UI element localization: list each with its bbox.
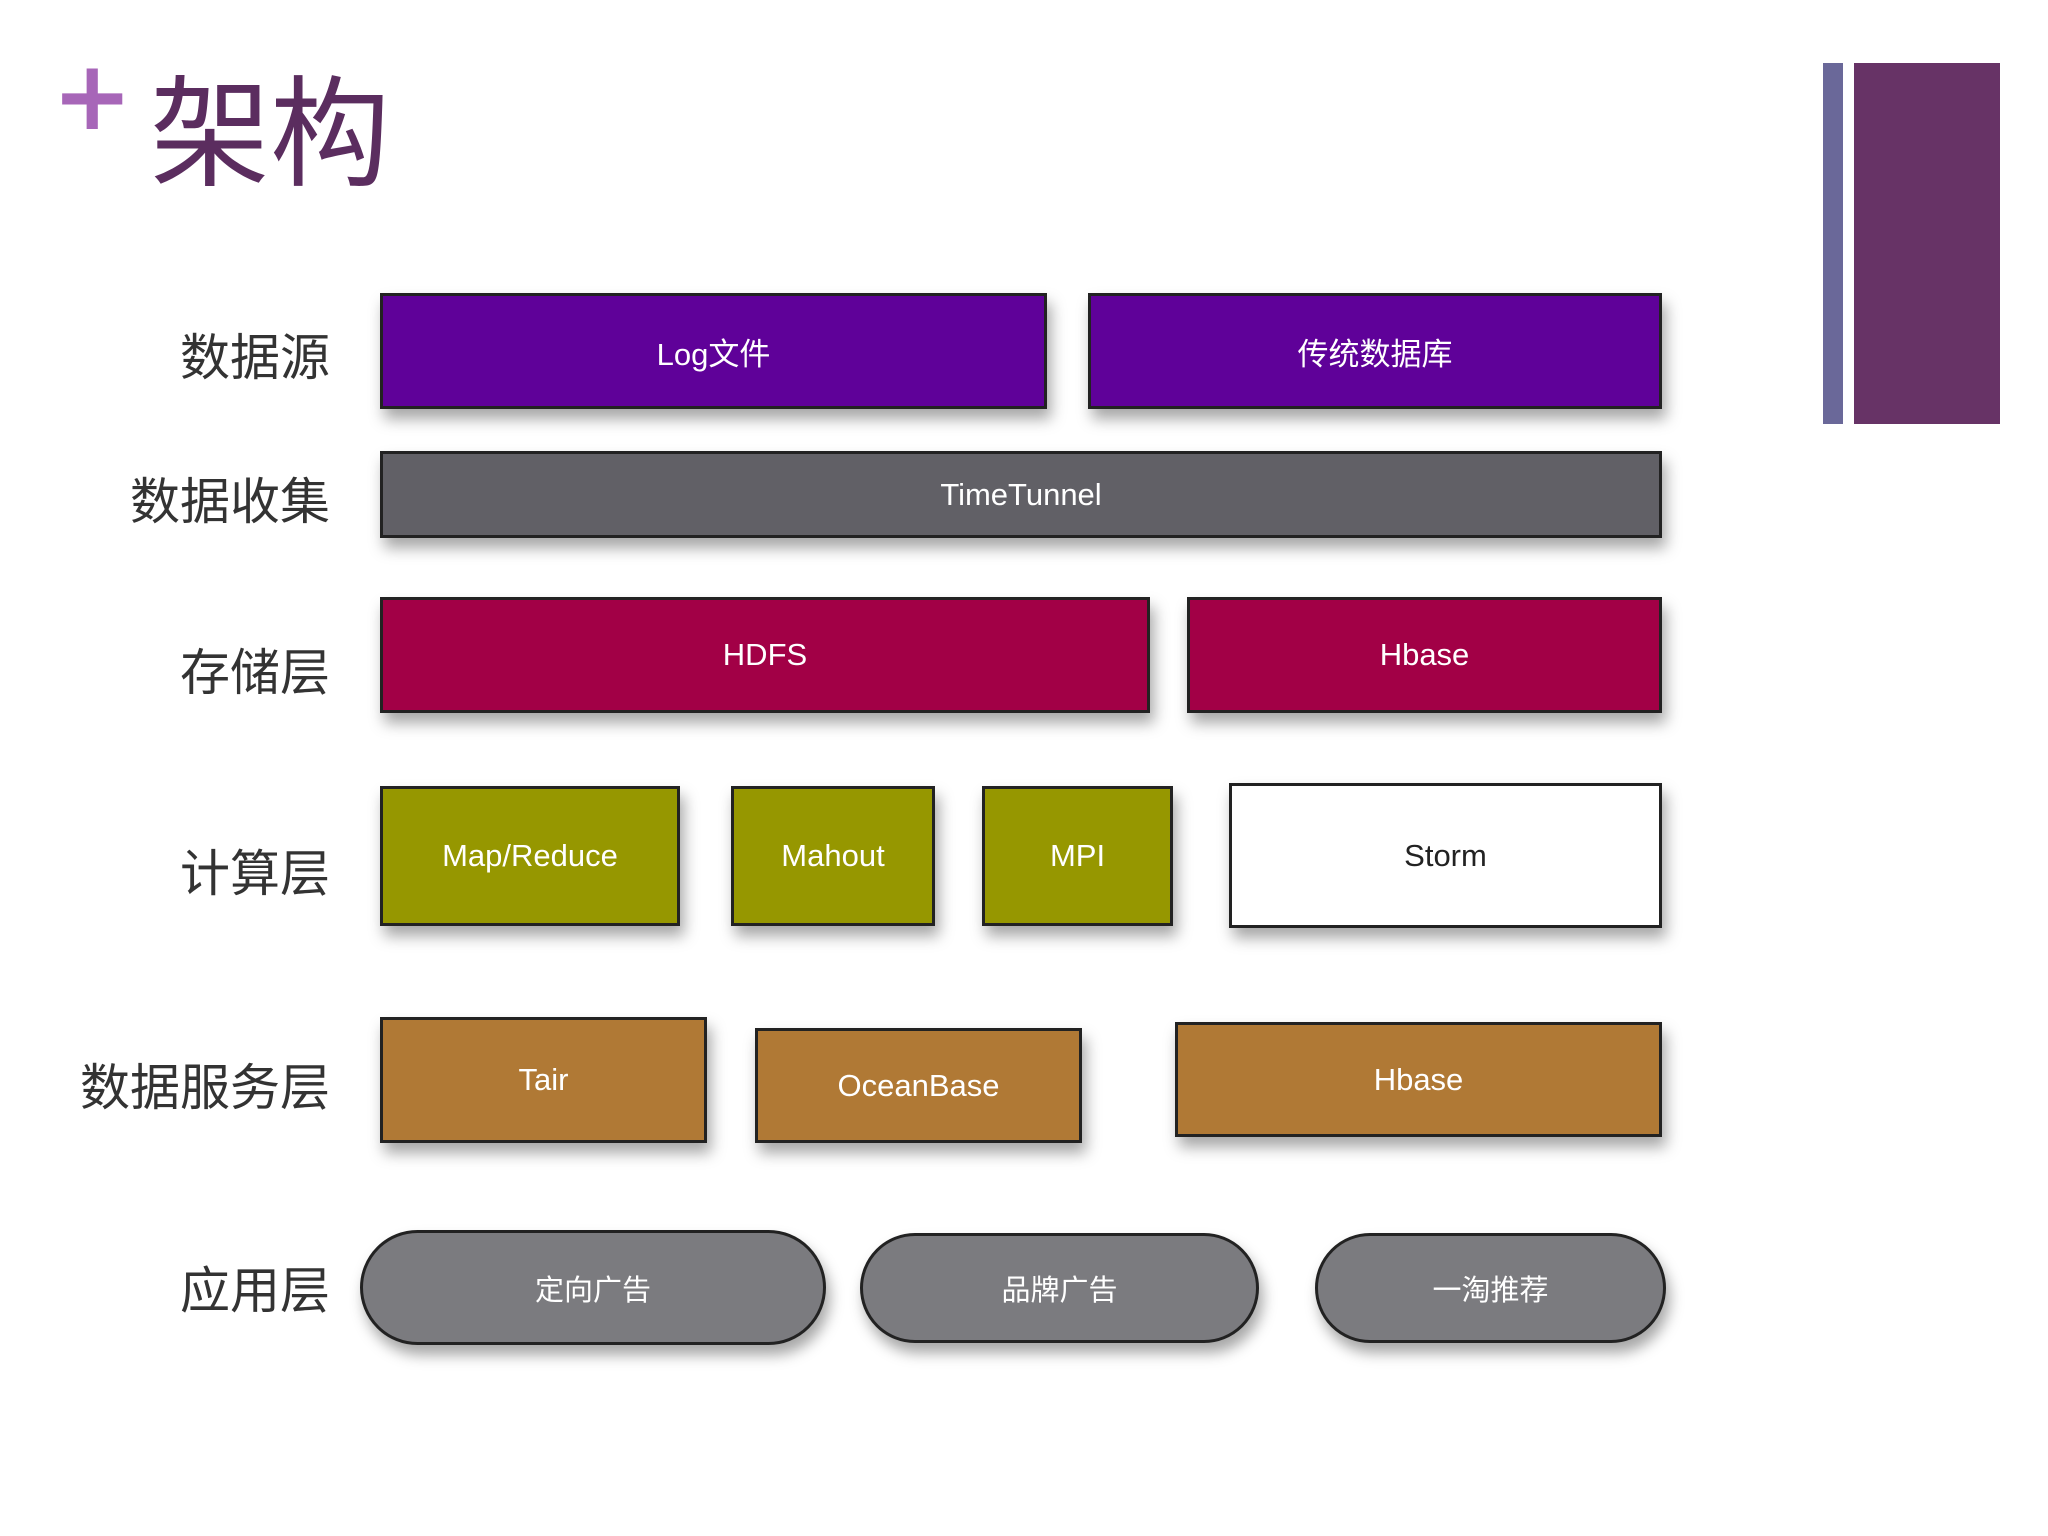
- box-storm: Storm: [1229, 783, 1662, 928]
- box-mpi: MPI: [982, 786, 1173, 926]
- box-hdfs: HDFS: [380, 597, 1150, 713]
- row-label-application: 应用层: [180, 1262, 330, 1320]
- row-label-compute: 计算层: [180, 845, 330, 903]
- plus-icon: +: [52, 40, 133, 152]
- box-mahout: Mahout: [731, 786, 935, 926]
- box-traditional-database: 传统数据库: [1088, 293, 1662, 409]
- row-label-data-source: 数据源: [180, 329, 330, 387]
- row-label-storage: 存储层: [180, 644, 330, 702]
- row-label-collection: 数据收集: [130, 473, 330, 531]
- box-oceanbase: OceanBase: [755, 1028, 1082, 1143]
- decorative-bar-wide: [1854, 63, 2000, 424]
- decorative-bar-thin: [1823, 63, 1843, 424]
- box-timetunnel: TimeTunnel: [380, 451, 1662, 538]
- box-log-file: Log文件: [380, 293, 1047, 409]
- row-label-service: 数据服务层: [80, 1059, 330, 1117]
- slide-title: 架构: [150, 66, 390, 205]
- pill-etao-recommend: 一淘推荐: [1315, 1233, 1666, 1343]
- pill-brand-ads: 品牌广告: [860, 1233, 1259, 1343]
- box-hbase-storage: Hbase: [1187, 597, 1662, 713]
- pill-targeted-ads: 定向广告: [360, 1230, 826, 1345]
- box-map-reduce: Map/Reduce: [380, 786, 680, 926]
- box-tair: Tair: [380, 1017, 707, 1143]
- box-hbase-service: Hbase: [1175, 1022, 1662, 1137]
